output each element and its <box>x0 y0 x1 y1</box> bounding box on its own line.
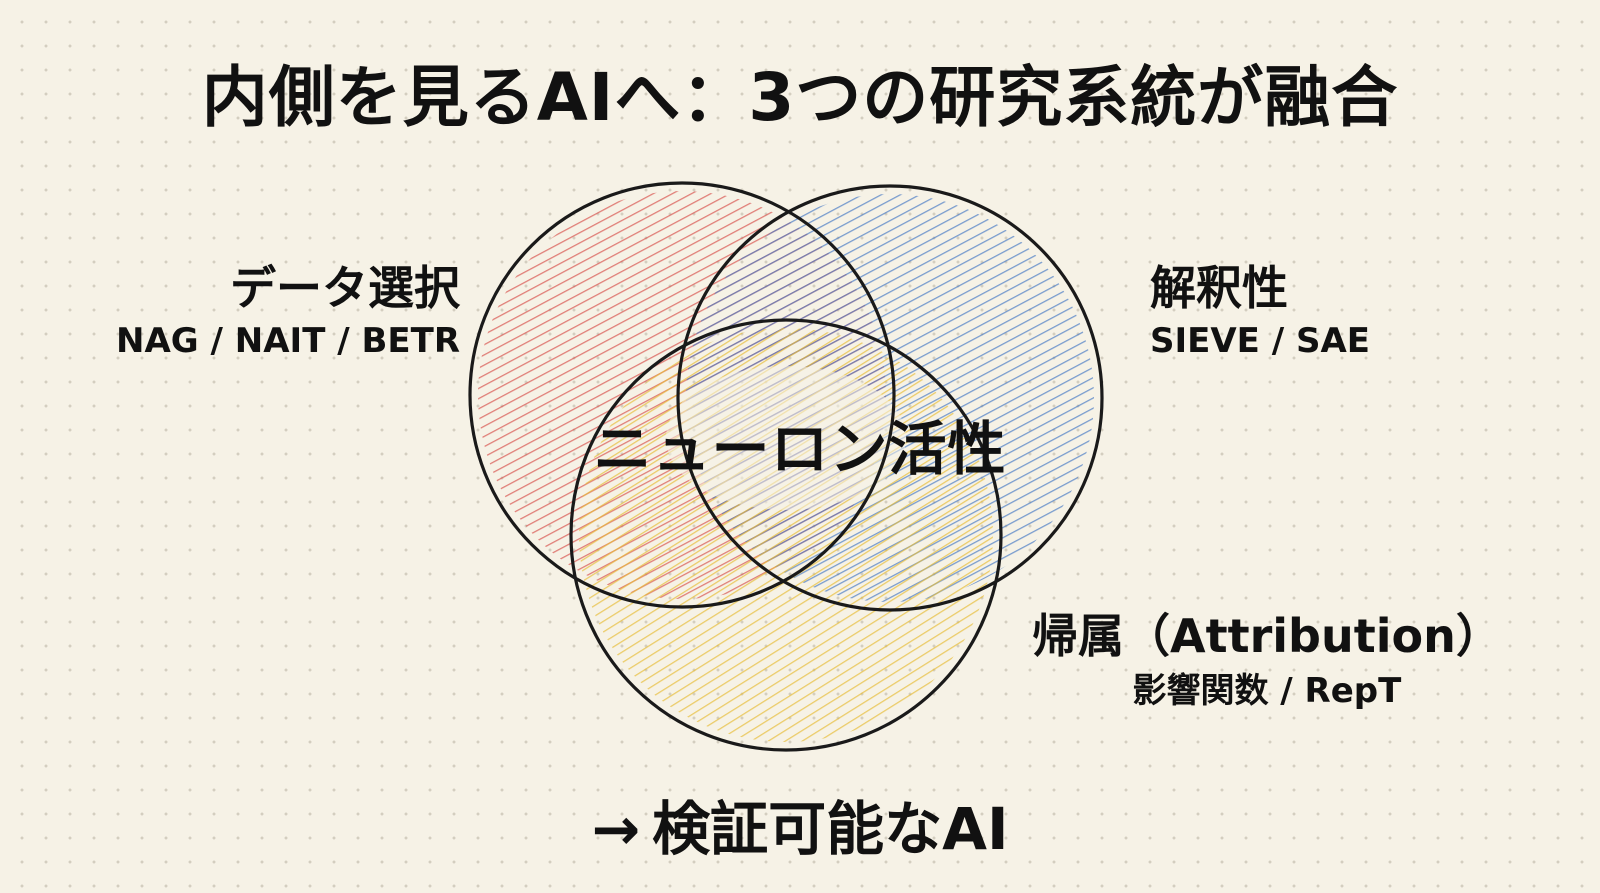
right-arrow-icon: → <box>591 795 641 863</box>
slide-title: 内側を見るAIへ：3つの研究系統が融合 <box>201 59 1399 136</box>
set-label-interpretability: 解釈性 SIEVE / SAE <box>1150 262 1370 362</box>
conclusion: →検証可能なAI <box>0 782 1600 866</box>
venn-circle-interpretability <box>676 184 1104 612</box>
venn-center-highlight <box>666 366 906 510</box>
set-methods-interpretability: SIEVE / SAE <box>1150 320 1371 361</box>
set-methods-data-selection: NAG / NAIT / BETR <box>116 320 460 361</box>
venn-circle-data-selection <box>468 181 896 609</box>
conclusion-text: 検証可能なAI <box>652 795 1009 863</box>
set-label-data-selection: データ選択 NAG / NAIT / BETR <box>116 262 460 362</box>
venn-circle-attribution <box>569 318 1003 752</box>
set-methods-attribution: 影響関数 / RepT <box>1132 670 1402 711</box>
venn-center-label: ニューロン活性 <box>593 415 1007 483</box>
set-name-data-selection: データ選択 <box>230 261 460 315</box>
set-name-interpretability: 解釈性 <box>1150 261 1288 315</box>
set-label-attribution: 帰属（Attribution） 影響関数 / RepT <box>1032 610 1502 712</box>
set-name-attribution: 帰属（Attribution） <box>1032 609 1502 663</box>
